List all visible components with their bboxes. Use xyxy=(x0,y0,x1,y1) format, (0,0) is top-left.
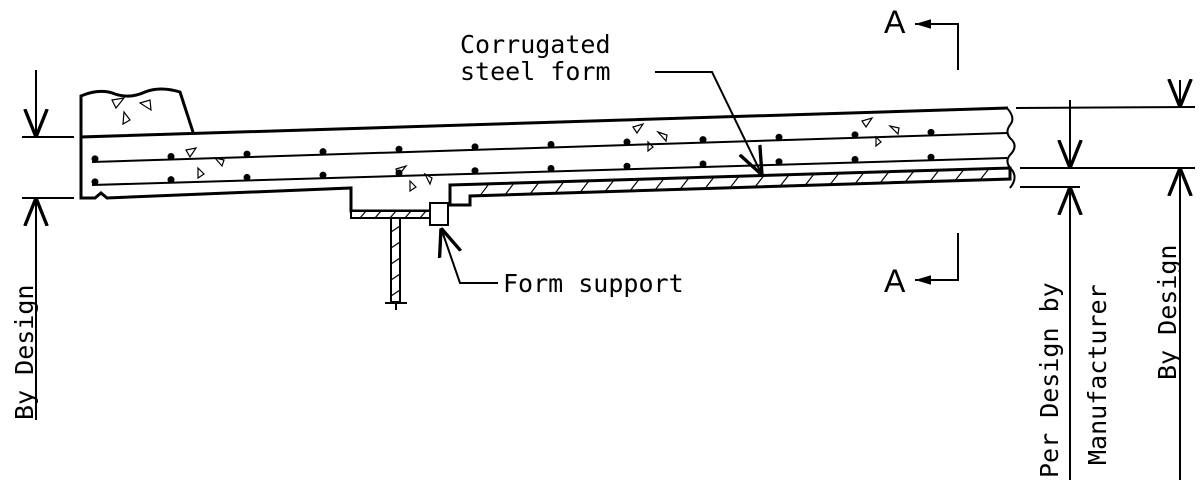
rebar-dot xyxy=(243,173,251,181)
left-dim-label: By Design xyxy=(10,285,39,420)
form-support-bracket xyxy=(429,202,449,226)
rebar-dot xyxy=(395,169,403,177)
rebar-dot xyxy=(319,148,327,156)
rebar-dot xyxy=(623,138,631,146)
left-dimension: By Design xyxy=(10,70,74,420)
corrugated-steel-form xyxy=(448,166,1012,207)
slab-outline xyxy=(79,106,1009,213)
rebar-dot xyxy=(547,140,555,148)
rebar-dot xyxy=(91,155,99,163)
section-label-bottom: A xyxy=(884,263,906,299)
rebar-dot xyxy=(699,160,707,168)
form-support-leader xyxy=(441,228,498,284)
rebar-dot xyxy=(471,167,479,175)
rebar-dot xyxy=(167,152,175,160)
form-hatching xyxy=(479,168,990,197)
corrugated-label-line1: Corrugated xyxy=(460,30,611,59)
rebar-dot xyxy=(927,128,935,136)
rebar-dots xyxy=(91,128,935,186)
corrugated-label-line2: steel form xyxy=(460,57,611,86)
rebar-dot xyxy=(243,150,251,158)
rebar-dot xyxy=(395,145,403,153)
parapet xyxy=(79,87,195,136)
section-marker-top: A xyxy=(884,4,959,70)
right-dim-1-label-line2: Manufacturer xyxy=(1083,284,1112,465)
rebar-dot xyxy=(699,136,707,144)
section-label-top: A xyxy=(884,4,906,40)
rebar-dot xyxy=(471,143,479,151)
right-dim-1-label-line1: Per Design by xyxy=(1035,282,1064,478)
right-dimensions: Per Design by Manufacturer By Design xyxy=(1015,80,1196,480)
rebar-dot xyxy=(547,164,555,172)
section-marker-bottom: A xyxy=(884,233,959,299)
form-support-label: Form support xyxy=(503,269,684,298)
aggregate-symbols xyxy=(111,97,900,193)
rebar-dot xyxy=(851,155,859,163)
rebar-dot xyxy=(623,162,631,170)
right-dim-2-label: By Design xyxy=(1153,245,1182,380)
rebar-dot xyxy=(319,171,327,179)
rebar-dot xyxy=(91,178,99,186)
rebar-dot xyxy=(167,176,175,184)
rebar-dot xyxy=(927,153,935,161)
break-line xyxy=(1006,107,1016,189)
rebar-dot xyxy=(851,131,859,139)
corrugated-form-leader xyxy=(655,71,762,175)
rebar-dot xyxy=(775,133,783,141)
rebar-dot xyxy=(775,158,783,166)
